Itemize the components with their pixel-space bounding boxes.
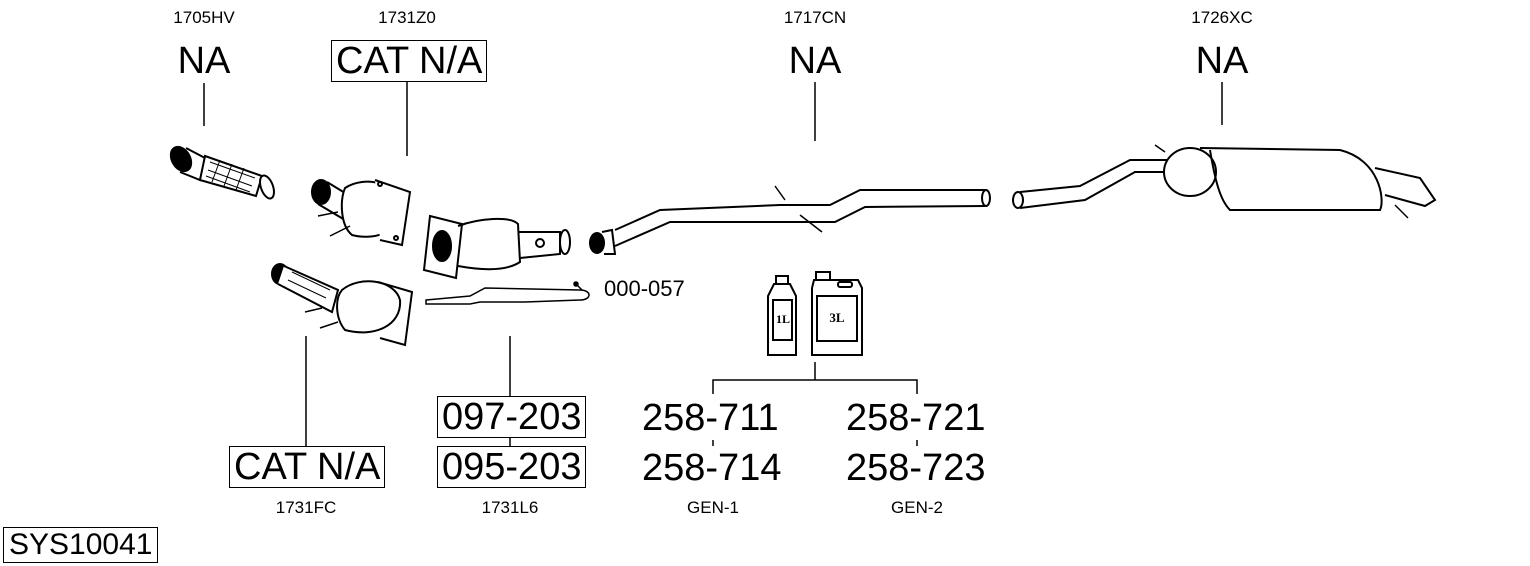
system-id: SYS10041 bbox=[3, 527, 159, 563]
fluid-label-258-721[interactable]: 258-721 bbox=[846, 397, 986, 439]
part-ref-1731FC: 1731FC bbox=[275, 498, 337, 517]
part-ref-1717CN: 1717CN bbox=[783, 8, 847, 27]
sensor-pipe-icon bbox=[425, 281, 590, 305]
bottle-1l-icon bbox=[767, 275, 797, 356]
rear-silencer-1726XC-icon bbox=[1012, 144, 1437, 219]
part-ref-1705HV: 1705HV bbox=[173, 8, 235, 27]
catalyst-1731FC-icon bbox=[271, 263, 414, 347]
canister-3l-label: 3L bbox=[829, 310, 845, 325]
part-label-095-203[interactable]: 095-203 bbox=[437, 446, 587, 488]
flex-pipe-1705HV-icon bbox=[169, 145, 275, 200]
part-ref-1731L6: 1731L6 bbox=[481, 498, 539, 517]
fluid-ref-gen1: GEN-1 bbox=[687, 498, 739, 517]
fluid-label-258-723[interactable]: 258-723 bbox=[846, 447, 986, 489]
part-label-1731FC[interactable]: CAT N/A bbox=[229, 446, 386, 488]
bottle-1l-label: 1L bbox=[775, 312, 790, 326]
canister-3l-icon bbox=[811, 271, 863, 356]
part-ref-1731Z0: 1731Z0 bbox=[378, 8, 436, 27]
part-label-1717CN: NA bbox=[788, 40, 842, 82]
dpf-icon bbox=[422, 214, 571, 280]
part-label-1731Z0[interactable]: CAT N/A bbox=[331, 40, 488, 82]
catalyst-1731Z0-icon bbox=[311, 179, 412, 247]
part-label-1705HV: NA bbox=[177, 40, 231, 82]
part-label-1726XC: NA bbox=[1195, 40, 1249, 82]
part-label-097-203[interactable]: 097-203 bbox=[437, 396, 587, 438]
middle-pipe-1717CN-icon bbox=[589, 185, 991, 255]
fluid-label-258-711[interactable]: 258-711 bbox=[642, 397, 779, 439]
fluids-bracket bbox=[712, 379, 918, 394]
fluid-label-258-714[interactable]: 258-714 bbox=[642, 447, 782, 489]
sensor-pipe-label[interactable]: 000-057 bbox=[604, 276, 685, 301]
fluid-ref-gen2: GEN-2 bbox=[891, 498, 943, 517]
part-ref-1726XC: 1726XC bbox=[1191, 8, 1253, 27]
